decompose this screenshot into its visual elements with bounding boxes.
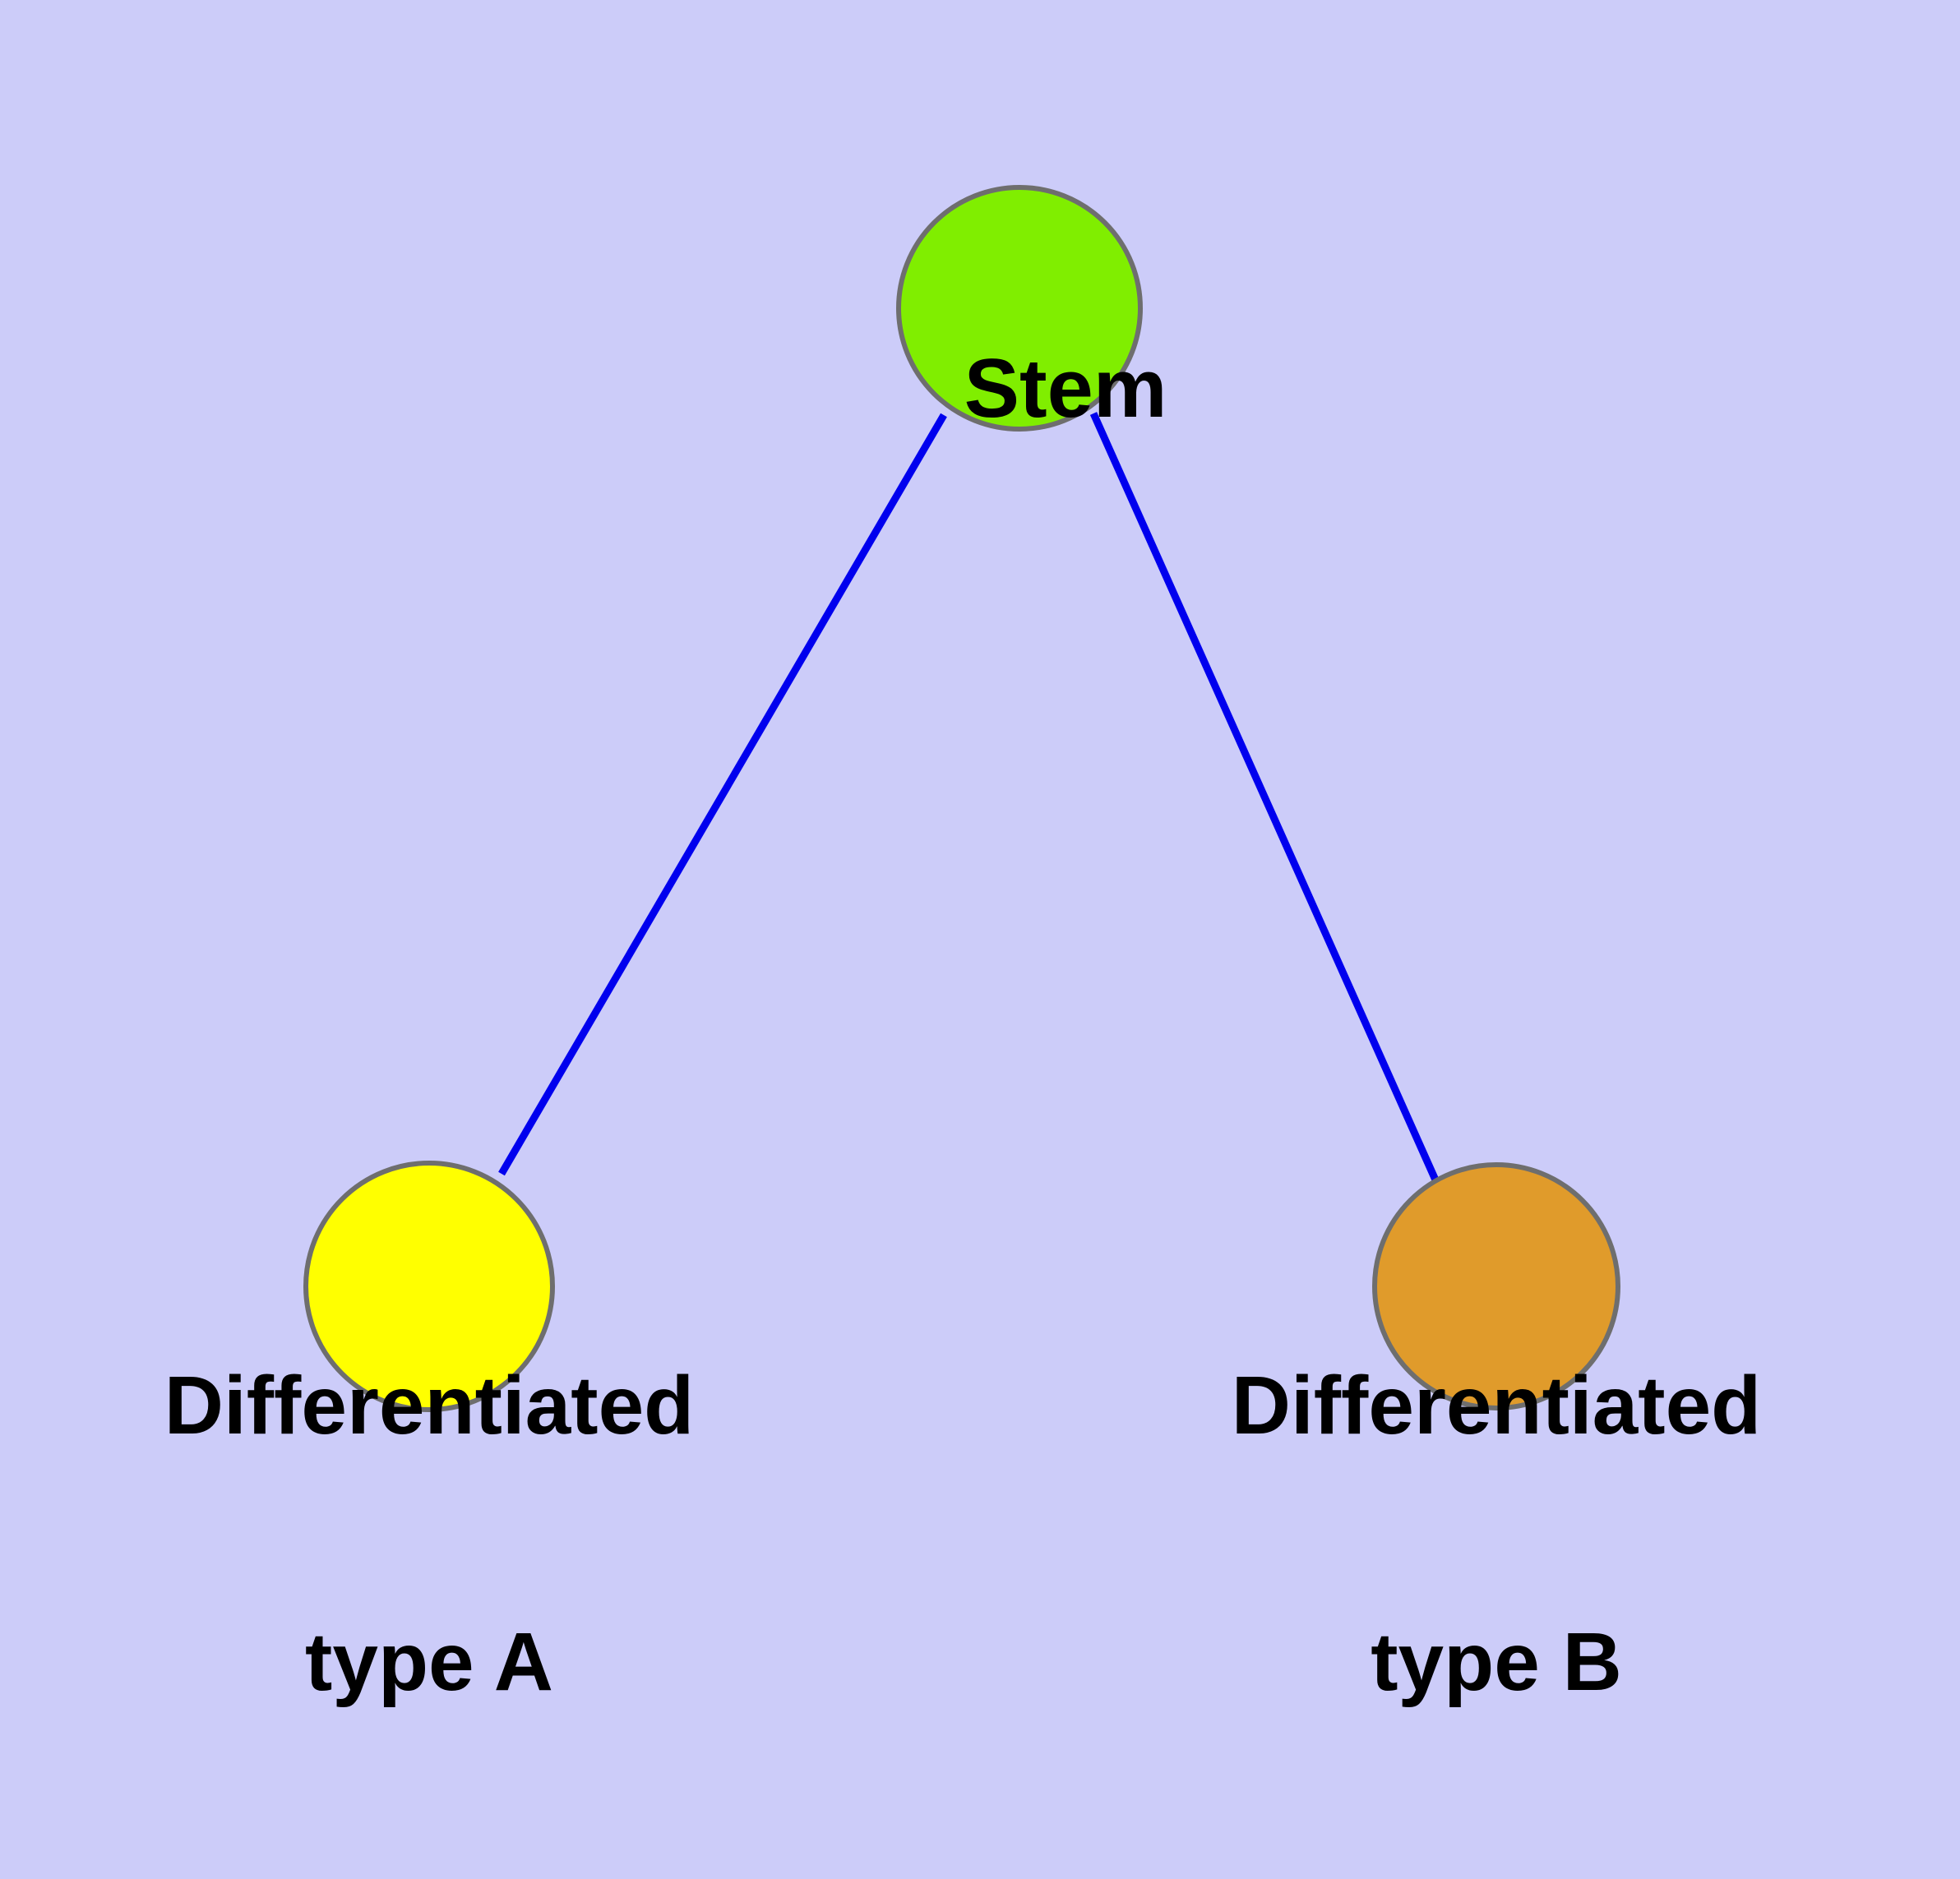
node-layer (303, 185, 1620, 1412)
edge-layer (498, 412, 1441, 1185)
node-differentiated-type-b[interactable] (1372, 1162, 1620, 1410)
edge-stem-to-diff-b (1089, 412, 1441, 1185)
diagram-canvas: Stem Differentiated type A Differentiate… (164, 185, 1762, 1705)
node-differentiated-type-a[interactable] (303, 1161, 555, 1412)
node-stem[interactable] (896, 185, 1143, 432)
edge-stem-to-diff-a (498, 413, 947, 1176)
graph-svg (303, 185, 1620, 1412)
